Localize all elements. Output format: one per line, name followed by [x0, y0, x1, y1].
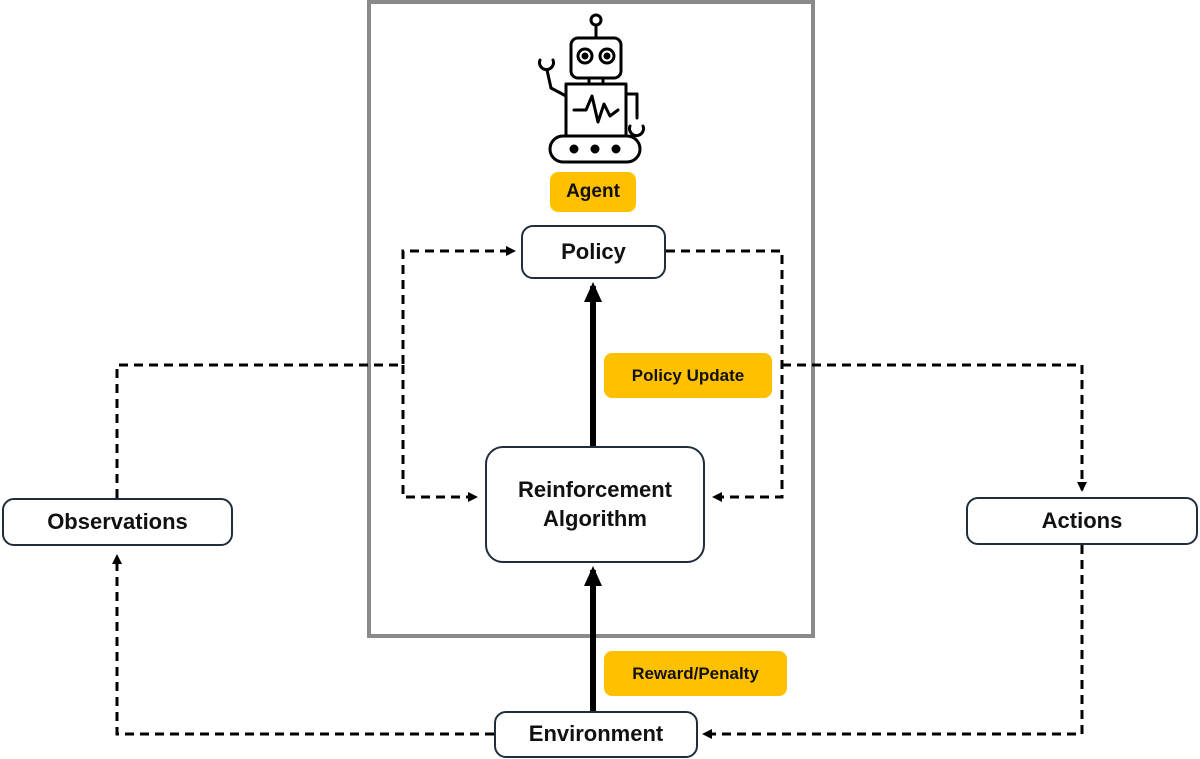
observations-label: Observations	[47, 508, 188, 534]
policy-node: Policy	[521, 225, 666, 279]
arrow-environment-to-observations	[112, 554, 494, 736]
policy-label: Policy	[561, 238, 626, 264]
reinforcement-algorithm-node: Reinforcement Algorithm	[485, 446, 705, 563]
policy-update-label: Policy Update	[604, 353, 772, 398]
arrow-policy-to-algorithm	[666, 249, 784, 502]
environment-label: Environment	[528, 721, 664, 747]
actions-node: Actions	[966, 497, 1198, 545]
robot-icon	[538, 13, 645, 164]
environment-node: Environment	[494, 711, 698, 758]
arrow-observations-to-policy	[115, 246, 516, 498]
arrow-policy-to-actions	[782, 363, 1087, 492]
reinforcement-algorithm-label-line1: Reinforcement	[517, 476, 673, 502]
agent-label: Agent	[550, 172, 636, 212]
actions-label: Actions	[1041, 507, 1123, 533]
arrow-actions-to-environment	[702, 545, 1084, 739]
reward-penalty-label: Reward/Penalty	[604, 651, 787, 696]
arrow-observations-to-algorithm	[401, 365, 478, 502]
reinforcement-algorithm-label-line2: Algorithm	[543, 505, 647, 531]
observations-node: Observations	[2, 498, 233, 546]
